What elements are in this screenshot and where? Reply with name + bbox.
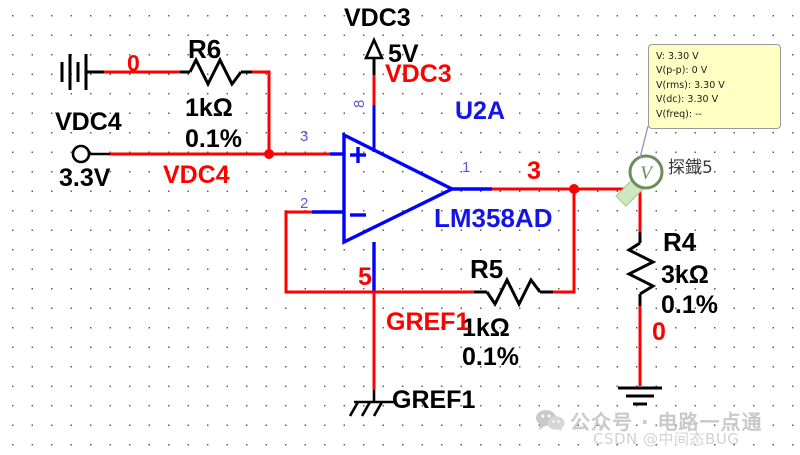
probe-measurement-tooltip: V: 3.30 V V(p-p): 0 V V(rms): 3.30 V V(d… (648, 44, 781, 130)
svg-text:V: V (640, 163, 654, 184)
net-label-ground-0: 0 (652, 318, 666, 346)
watermark-main: 公众号 · 电路一点通 (570, 410, 763, 434)
opamp-designator: U2A (455, 97, 506, 125)
opamp-part-number: LM358AD (434, 203, 553, 233)
tooltip-value-vfreq: -- (695, 108, 702, 120)
net-label-gref1-bottom: GREF1 (392, 386, 476, 414)
resistor-ref-r6: R6 (188, 34, 222, 64)
tooltip-row-vfreq: V(freq): -- (656, 108, 774, 122)
opamp-pin-number-3: 3 (300, 128, 309, 145)
resistor-value-r6: 1kΩ (185, 94, 233, 122)
net-label-gref1-mid: GREF1 (386, 308, 470, 336)
source-value-vdc3: 5V (388, 40, 419, 68)
source-ref-vdc4: VDC4 (55, 108, 122, 136)
resistor-r4-symbol (625, 232, 657, 306)
net-label-vdc3: VDC3 (385, 60, 452, 88)
tooltip-row-v: V: 3.30 V (656, 50, 774, 64)
opamp-input-polarity-marks (350, 147, 366, 217)
opamp-pin-number-1: 1 (462, 159, 471, 176)
ground-symbol-right (618, 386, 662, 406)
probe-label: 探鐡5 (668, 158, 713, 178)
wire-r6-to-node (252, 70, 271, 154)
tooltip-connector-line (639, 125, 649, 159)
opamp-pin-number-8: 8 (351, 99, 368, 108)
vdc4-port-symbol (71, 144, 110, 164)
voltage-probe-symbol[interactable]: V (615, 154, 664, 207)
tooltip-label-vrms: V(rms): (656, 79, 692, 91)
tooltip-label-vdc: V(dc): (656, 94, 685, 106)
wire-output-to-r5 (553, 189, 576, 294)
wechat-icon (536, 410, 565, 431)
resistor-ref-r5: R5 (470, 254, 504, 284)
junction-dot-output (569, 184, 579, 194)
source-ref-vdc3: VDC3 (344, 4, 411, 32)
tooltip-row-vpp: V(p-p): 0 V (656, 64, 774, 78)
watermark-sub: CSDN @中间态BUG (593, 430, 740, 448)
opamp-pin-number-5: 5 (358, 263, 372, 291)
opamp-pin-number-2: 2 (300, 195, 309, 212)
vdc4-battery-symbol (60, 54, 104, 90)
tooltip-value-v: 3.30 V (667, 51, 699, 62)
tooltip-row-vdc: V(dc): 3.30 V (656, 93, 774, 107)
tooltip-row-vrms: V(rms): 3.30 V (656, 79, 774, 93)
junction-dot-vdc4 (264, 149, 274, 159)
resistor-tolerance-r5: 0.1% (462, 343, 519, 371)
resistor-ref-r4: R4 (663, 227, 697, 257)
tooltip-label-v: V: (656, 51, 665, 62)
net-label-vdc4: VDC4 (163, 161, 230, 189)
tooltip-label-vfreq: V(freq): (656, 108, 693, 120)
tooltip-value-vrms: 3.30 V (694, 79, 725, 91)
resistor-value-r5: 1kΩ (462, 314, 510, 342)
resistor-tolerance-r4: 0.1% (661, 291, 718, 319)
resistor-tolerance-r6: 0.1% (185, 125, 242, 153)
tooltip-value-vdc: 3.30 V (687, 94, 719, 106)
resistor-value-r4: 3kΩ (661, 261, 709, 289)
tooltip-value-vpp: 0 V (691, 65, 708, 77)
net-label-output-3: 3 (527, 157, 541, 185)
tooltip-label-vpp: V(p-p): (656, 65, 689, 77)
gref1-ground-symbol (348, 390, 394, 417)
source-value-vdc4: 3.3V (59, 164, 111, 192)
vdc3-source-symbol (363, 36, 385, 75)
net-label-0-top: 0 (127, 50, 140, 76)
